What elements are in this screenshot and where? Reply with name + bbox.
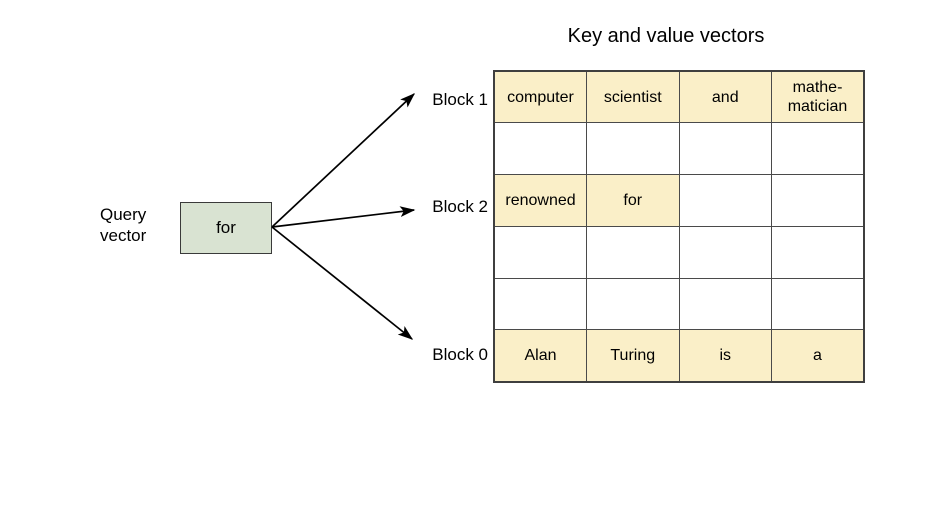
arrow-to-block-2 [271,206,416,228]
table-cell-r1-c1 [586,122,680,176]
page-title: Key and value vectors [567,25,765,47]
table-row [493,225,865,279]
table-cell-r5-c3: a [771,329,865,383]
table-cell-r3-c1 [586,225,680,279]
table-cell-r0-c1: scientist [586,70,680,124]
table-cell-r4-c2 [678,277,772,331]
table-row [493,122,865,176]
table-cell-r3-c2 [678,225,772,279]
query-vector-token: for [216,218,236,237]
table-cell-r5-c0: Alan [493,329,587,383]
table-cell-r3-c0 [493,225,587,279]
table-row [493,277,865,331]
table-cell-r2-c1: for [586,174,680,227]
table-cell-r2-c0: renowned [493,174,587,227]
query-vector-label-line-1: Query [100,205,147,224]
table-cell-r4-c0 [493,277,587,331]
table-cell-r2-c2 [678,174,772,227]
table-cell-r1-c3 [771,122,865,176]
table-cell-r5-c2: is [678,329,772,383]
table-cell-r4-c3 [771,277,865,331]
query-vector-label: Query vector [100,204,174,246]
table-cell-r2-c3 [771,174,865,227]
table-cell-r3-c3 [771,225,865,279]
block-label-0: Block 0 [432,345,488,364]
table-cell-r1-c0 [493,122,587,176]
table-cell-r0-c2: and [678,70,772,124]
table-cell-r4-c1 [586,277,680,331]
table-cell-r1-c2 [678,122,772,176]
block-label-2: Block 2 [432,197,488,216]
block-label-1: Block 1 [432,90,488,109]
table-cell-r5-c1: Turing [586,329,680,383]
query-vector-box[interactable]: for [180,202,272,254]
arrow-to-block-0 [271,226,414,340]
arrow-to-block-1 [271,93,415,228]
query-vector-label-line-2: vector [100,226,147,245]
table-cell-r0-c3: mathe-matician [771,70,865,124]
table-cell-r0-c0: computer [493,70,587,124]
